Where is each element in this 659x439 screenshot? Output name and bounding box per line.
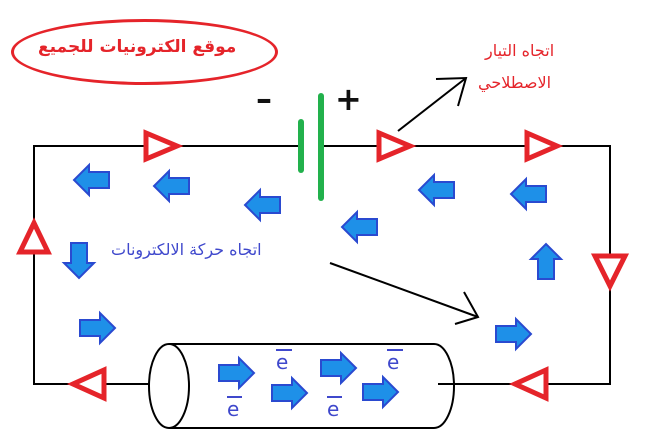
electron-arrow — [418, 174, 455, 206]
electron-arrow — [530, 243, 562, 280]
battery-positive-sign: + — [335, 80, 362, 118]
electron-arrow — [218, 357, 255, 389]
electron-symbol: e — [227, 397, 240, 421]
electron-arrow — [63, 242, 95, 279]
battery-negative-sign: – — [256, 80, 272, 118]
site-title: موقع الكترونيات للجميع — [38, 37, 237, 57]
electron-symbol: e — [327, 397, 340, 421]
title-oval — [11, 19, 278, 85]
electron-arrows — [63, 164, 562, 409]
electron-arrow — [341, 211, 378, 243]
electron-arrow — [320, 352, 357, 384]
electron-arrow — [362, 376, 399, 408]
current-arrow — [16, 217, 52, 255]
current-arrow — [66, 366, 107, 402]
electron-symbol-bars — [227, 349, 403, 398]
electron-arrow — [510, 178, 547, 210]
electron-direction-label: اتجاه حركة الالكترونات — [111, 240, 262, 259]
conventional-current-label-line2: الاصطلاحي — [478, 73, 552, 92]
current-arrow — [524, 129, 564, 163]
conventional-current-label: اتجاه التيار — [485, 41, 555, 60]
pointer-lines — [329, 76, 480, 325]
electron-arrow — [495, 318, 532, 350]
electron-arrow — [79, 312, 116, 344]
electron-arrow — [153, 170, 190, 202]
current-arrow — [508, 366, 549, 402]
electron-symbol: e — [276, 350, 289, 374]
electron-arrow — [244, 189, 281, 221]
current-arrow — [376, 129, 417, 163]
current-arrow — [590, 253, 630, 292]
electron-arrow — [271, 377, 308, 409]
battery — [298, 93, 324, 201]
electron-symbol: e — [387, 350, 400, 374]
conductor-cylinder — [148, 343, 455, 429]
current-arrow — [143, 129, 184, 163]
current-arrows — [16, 129, 630, 402]
electron-arrow — [73, 164, 110, 196]
